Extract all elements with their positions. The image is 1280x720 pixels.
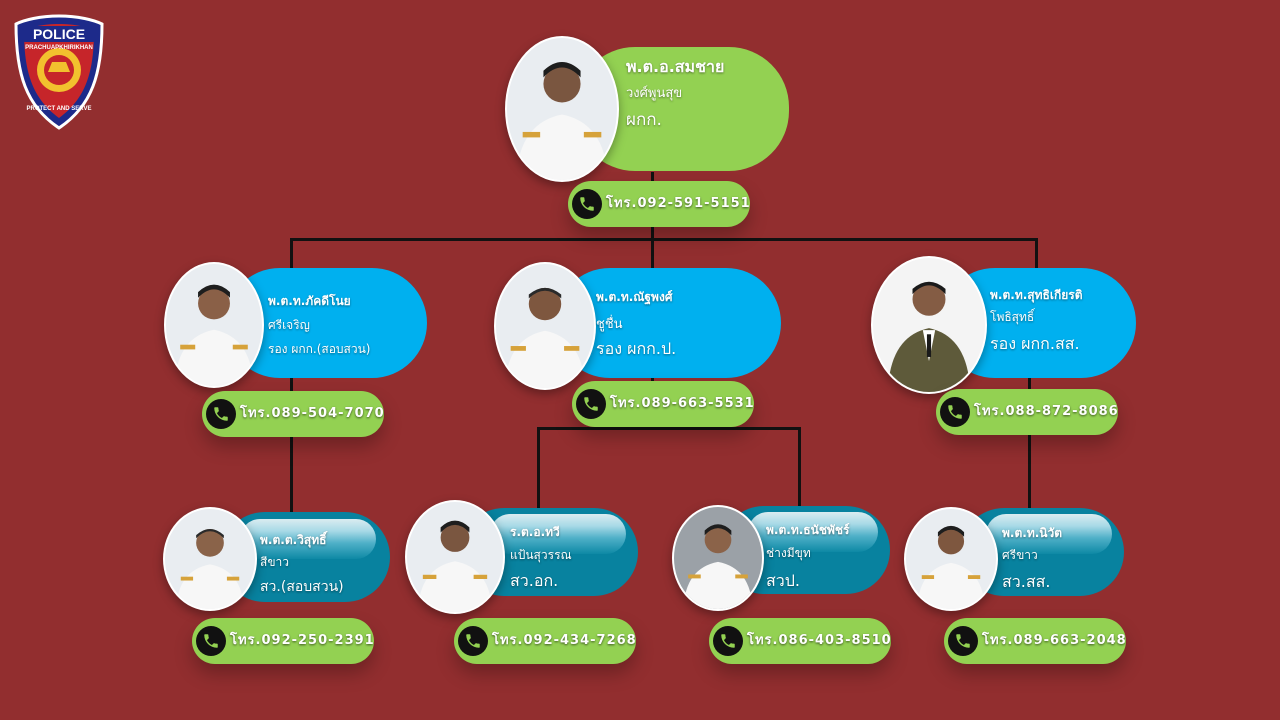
connector-top-horizontal <box>290 238 1038 241</box>
phone-icon <box>206 399 236 429</box>
node-deputy-suppression-photo <box>494 262 596 390</box>
node-superintendent-phone[interactable]: โทร.092-591-5151 <box>568 181 750 227</box>
police-logo: POLICE PRACHUAPKHIRIKHAN PROTECT AND SER… <box>12 14 106 130</box>
node-inspector-admin-role: สว.อก. <box>510 571 559 590</box>
node-inspector-detective-name-line2: ศรีขาว <box>1002 548 1038 562</box>
node-deputy-suppression-phone-text: โทร.089-663-5531 <box>610 396 755 411</box>
node-deputy-detective-phone-text: โทร.088-872-8086 <box>974 404 1119 419</box>
node-deputy-investigation-phone-text: โทร.089-504-7070 <box>240 406 385 421</box>
node-deputy-suppression-phone[interactable]: โทร.089-663-5531 <box>572 381 754 427</box>
phone-icon <box>458 626 488 656</box>
node-inspector-detective-name-line1: พ.ต.ท.นิวัต <box>1002 526 1063 540</box>
node-deputy-detective-role: รอง ผกก.สส. <box>990 334 1080 353</box>
connector-center-drop <box>651 238 654 270</box>
node-inspector-detective-gloss <box>986 514 1112 554</box>
connector-left-drop <box>290 238 293 270</box>
node-inspector-admin-gloss <box>490 514 626 554</box>
node-inspector-admin-photo <box>405 500 505 614</box>
node-inspector-admin-phone[interactable]: โทร.092-434-7268 <box>454 618 636 664</box>
node-deputy-investigation-name-line2: ศรีเจริญ <box>268 318 310 332</box>
node-inspector-admin-name-line1: ร.ต.อ.ทวี <box>510 525 560 539</box>
node-superintendent-name-line1: พ.ต.อ.สมชาย <box>626 57 725 76</box>
node-inspector-detective-phone[interactable]: โทร.089-663-2048 <box>944 618 1126 664</box>
node-inspector-suppression-phone-text: โทร.086-403-8510 <box>747 633 892 648</box>
connector-center-split-horizontal <box>537 427 801 430</box>
node-inspector-suppression-gloss <box>748 512 878 552</box>
logo-motto-text: PROTECT AND SERVE <box>26 106 91 112</box>
node-superintendent-name-line2: วงศ์พูนสุข <box>626 86 683 101</box>
node-superintendent-role: ผกก. <box>626 110 662 130</box>
node-inspector-detective-role: สว.สส. <box>1002 572 1051 591</box>
node-deputy-suppression-name-line2: ชูชื่น <box>596 317 623 332</box>
phone-icon <box>576 389 606 419</box>
phone-icon <box>572 189 602 219</box>
phone-icon <box>948 626 978 656</box>
node-deputy-investigation-role: รอง ผกก.(สอบสวน) <box>268 342 371 356</box>
node-inspector-investigation-role: สว.(สอบสวน) <box>260 579 344 595</box>
node-deputy-suppression-name-line1: พ.ต.ท.ณัฐพงศ์ <box>596 290 673 304</box>
node-inspector-suppression-name-line2: ช่างมีขุท <box>766 546 811 560</box>
node-inspector-detective-phone-text: โทร.089-663-2048 <box>982 633 1127 648</box>
phone-icon <box>713 626 743 656</box>
connector-right-down <box>1028 376 1031 512</box>
connector-center-down <box>651 376 654 384</box>
node-deputy-detective-photo <box>871 256 987 394</box>
node-inspector-investigation-phone-text: โทร.092-250-2391 <box>230 633 375 648</box>
node-inspector-suppression-name-line1: พ.ต.ท.ธนัชพัชร์ <box>766 523 850 537</box>
node-inspector-admin-name-line2: แป้นสุวรรณ <box>510 548 572 562</box>
node-deputy-investigation-name-line1: พ.ต.ท.ภัคดีโนย <box>268 294 351 308</box>
node-deputy-suppression-role: รอง ผกก.ป. <box>596 339 677 358</box>
node-superintendent-phone-text: โทร.092-591-5151 <box>606 196 751 211</box>
node-inspector-suppression-photo <box>672 505 764 611</box>
node-deputy-detective-name-line2: โพธิสุทธิ์ <box>990 310 1035 324</box>
node-inspector-investigation-photo <box>163 507 257 611</box>
node-deputy-investigation-photo <box>164 262 264 388</box>
node-inspector-investigation-phone[interactable]: โทร.092-250-2391 <box>192 618 374 664</box>
phone-icon <box>196 626 226 656</box>
node-inspector-admin-phone-text: โทร.092-434-7268 <box>492 633 637 648</box>
logo-province-text: PRACHUAPKHIRIKHAN <box>25 45 93 51</box>
connector-center-split-left <box>537 427 540 509</box>
node-inspector-detective-photo <box>904 507 998 611</box>
node-deputy-investigation-phone[interactable]: โทร.089-504-7070 <box>202 391 384 437</box>
connector-left-down <box>290 376 293 512</box>
node-inspector-suppression-role: สวป. <box>766 571 800 590</box>
node-inspector-suppression-phone[interactable]: โทร.086-403-8510 <box>709 618 891 664</box>
logo-top-text: POLICE <box>33 26 85 42</box>
node-deputy-detective-phone[interactable]: โทร.088-872-8086 <box>936 389 1118 435</box>
node-superintendent-photo <box>505 36 619 182</box>
node-inspector-investigation-name-line1: พ.ต.ต.วิสุทธิ์ <box>260 533 327 547</box>
node-inspector-investigation-gloss <box>240 519 376 559</box>
connector-center-split-right <box>798 427 801 509</box>
node-deputy-detective-name-line1: พ.ต.ท.สุทธิเกียรติ <box>990 288 1083 302</box>
connector-right-drop <box>1035 238 1038 270</box>
node-inspector-investigation-name-line2: สีขาว <box>260 555 290 569</box>
phone-icon <box>940 397 970 427</box>
